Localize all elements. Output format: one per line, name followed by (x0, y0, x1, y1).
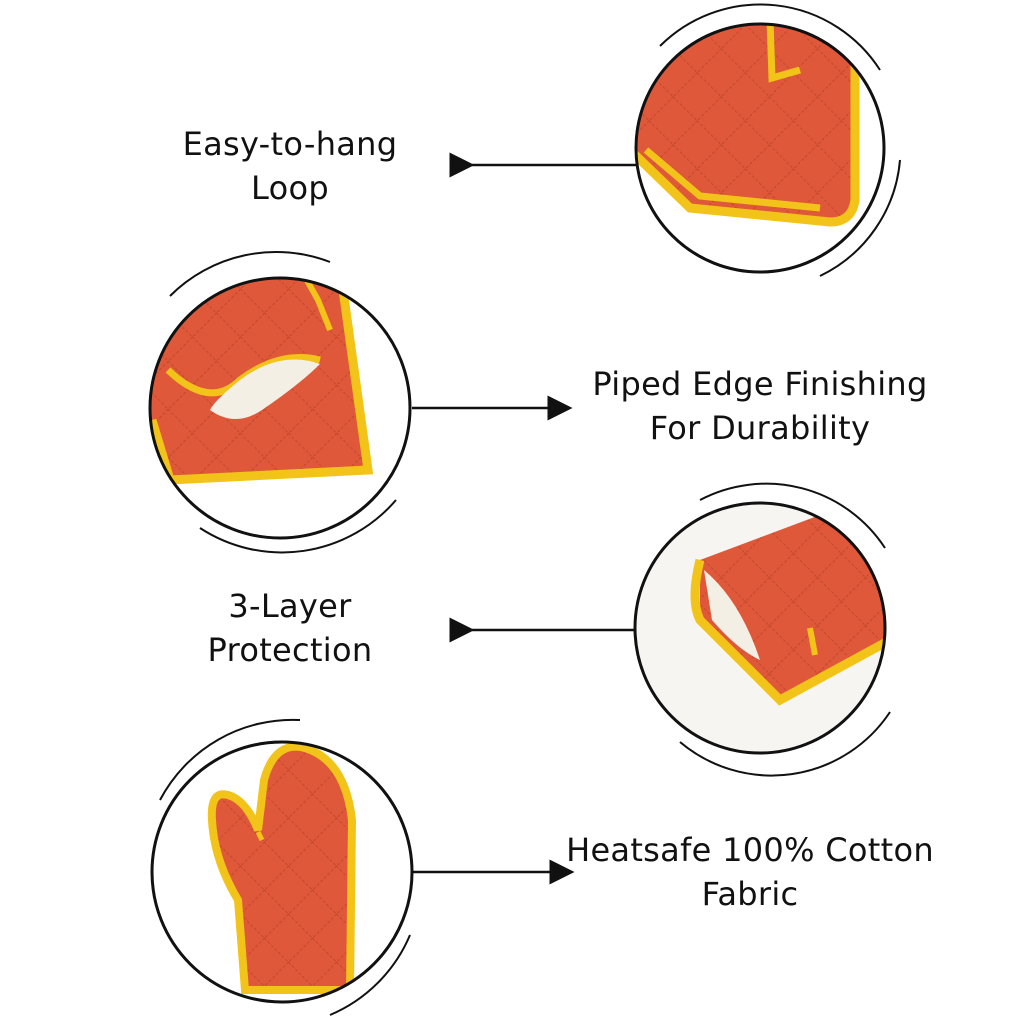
feature-label-loop: Easy-to-hang Loop (150, 122, 430, 210)
layer-detail-image (633, 482, 891, 777)
feature-label-cotton: Heatsafe 100% Cotton Fabric (550, 828, 950, 916)
feature-label-piped-edge: Piped Edge Finishing For Durability (560, 362, 960, 450)
oven-mitt-full-image (150, 718, 414, 1016)
feature-label-line1: Easy-to-hang (182, 125, 398, 163)
feature-label-layers: 3-Layer Protection (150, 584, 430, 672)
feature-label-line2: Loop (251, 169, 329, 207)
feature-label-line1: Heatsafe 100% Cotton (566, 831, 934, 869)
feature-label-line2: For Durability (649, 409, 871, 447)
loop-detail-image (634, 3, 901, 277)
feature-label-line1: Piped Edge Finishing (592, 365, 928, 403)
feature-label-line2: Protection (207, 631, 373, 669)
feature-label-line1: 3-Layer (228, 587, 352, 625)
feature-label-line2: Fabric (701, 875, 799, 913)
piped-edge-detail-image (148, 251, 412, 554)
